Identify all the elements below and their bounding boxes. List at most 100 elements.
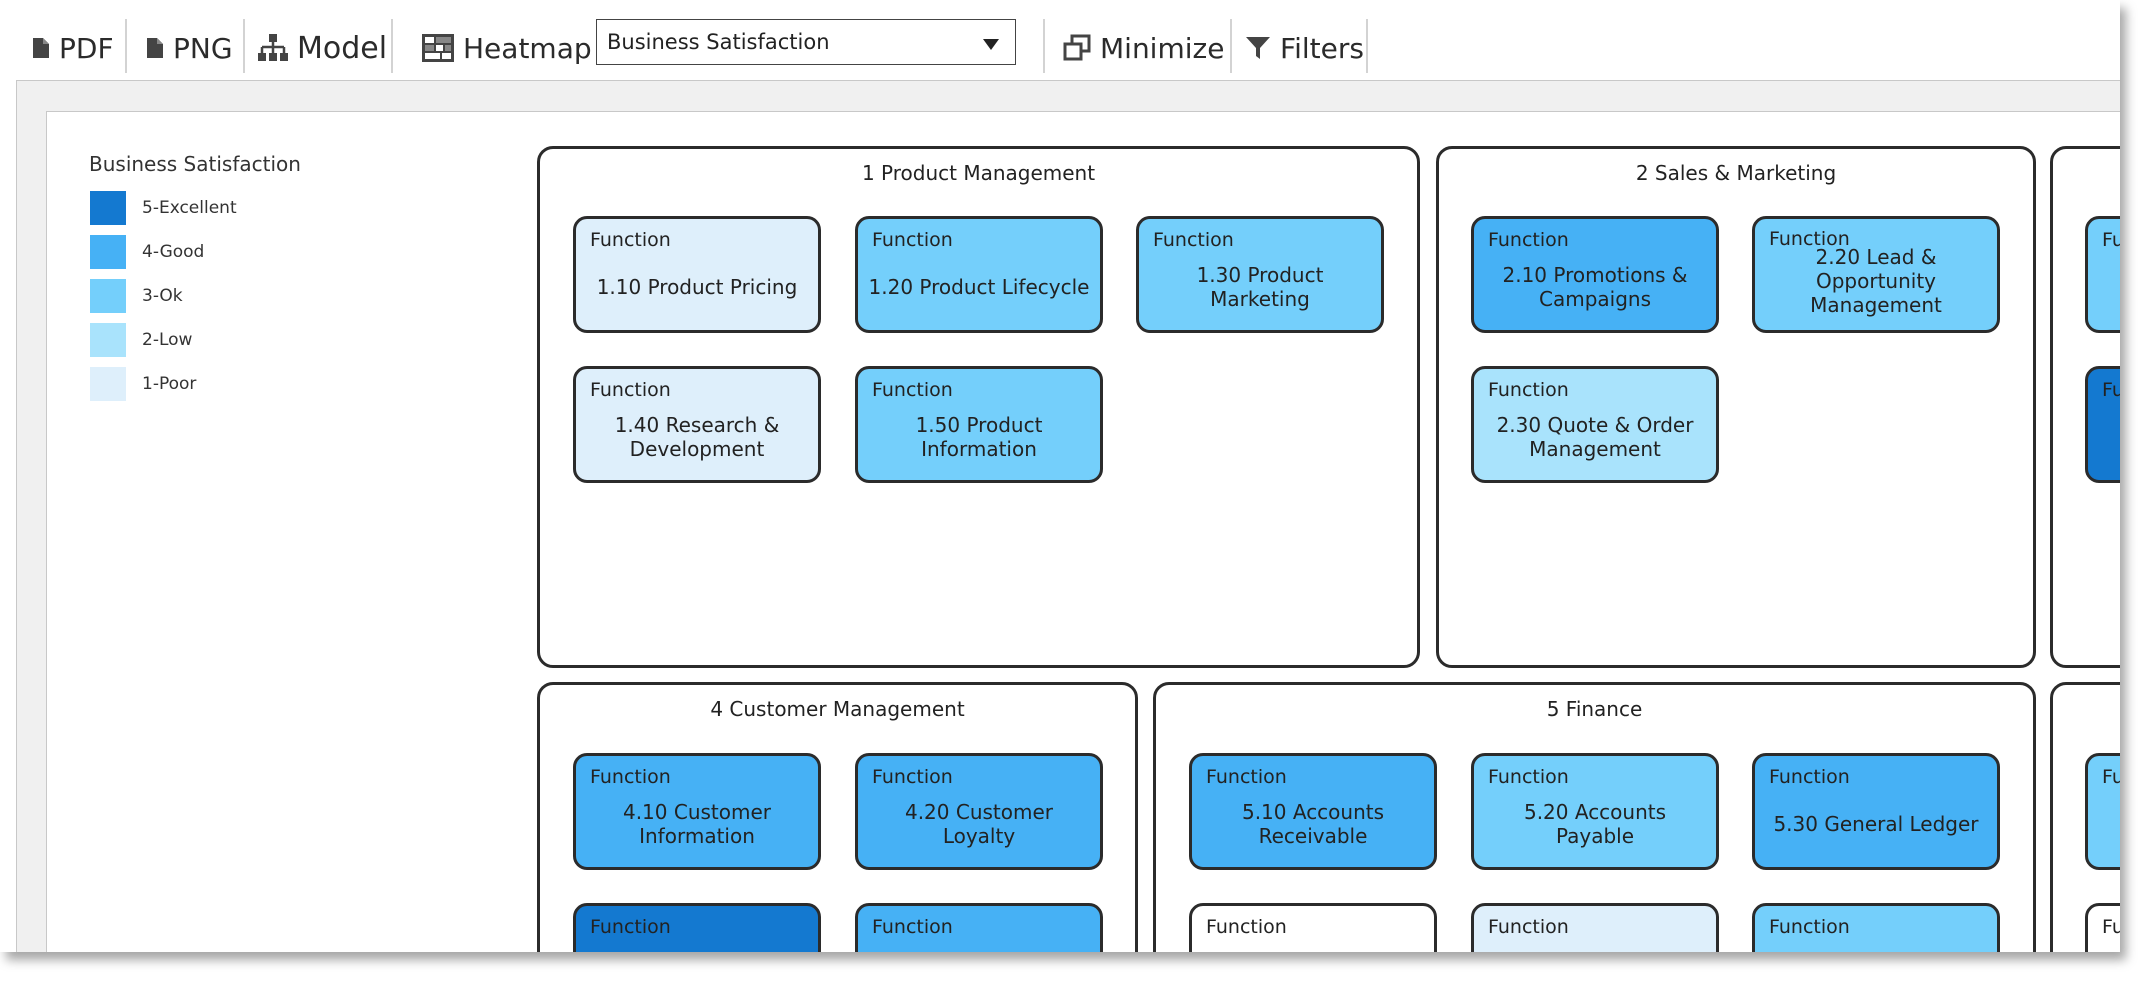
card-type: Function	[872, 229, 953, 251]
toolbar-divider	[243, 19, 245, 73]
function-card[interactable]: Function 1.30 Product Marketing	[1136, 216, 1384, 333]
legend-label: 4-Good	[142, 242, 205, 262]
function-card[interactable]: Function 4.10 Customer Information	[573, 753, 821, 870]
card-name: 2.30 Quote & Order Management	[1496, 412, 1694, 461]
card-type: Function	[1488, 766, 1569, 788]
function-card[interactable]: Function 4.20 Customer Loyalty	[855, 753, 1103, 870]
heatmap-measure-value: Business Satisfaction	[607, 30, 830, 54]
export-pdf-button[interactable]: PDF	[32, 20, 114, 76]
function-card[interactable]: Function	[855, 903, 1103, 952]
card-name: 1.30 Product Marketing	[1196, 262, 1324, 311]
legend-swatch	[90, 367, 126, 401]
card-name: 2.20 Lead & Opportunity Management	[1810, 244, 1942, 317]
card-type: Function	[590, 766, 671, 788]
group-title: 1 Product Management	[861, 161, 1096, 185]
card-type: Function	[1769, 766, 1850, 788]
card-name: 4.20 Customer Loyalty	[904, 799, 1054, 848]
card-name: 1.10 Product Pricing	[596, 274, 798, 299]
legend-swatch	[90, 191, 126, 225]
file-icon	[33, 38, 49, 58]
card-type: Function	[1488, 916, 1569, 938]
group-title: 2 Sales & Marketing	[1635, 161, 1837, 185]
card-name: 5.10 Accounts Receivable	[1241, 799, 1385, 848]
heatmap-measure-select[interactable]: Business Satisfaction	[596, 19, 1016, 65]
card-type: Function	[590, 916, 671, 938]
card-type: Function	[1488, 229, 1569, 251]
card-type: Function	[1769, 916, 1850, 938]
function-card[interactable]: Function 5.20 Accounts Payable	[1471, 753, 1719, 870]
card-type: Function	[872, 766, 953, 788]
legend-item: 5-Excellent	[90, 191, 237, 225]
legend-label: 2-Low	[142, 330, 193, 350]
model-button[interactable]: Model	[258, 20, 387, 76]
function-card[interactable]: Function	[1752, 903, 2000, 952]
card-type: Function	[2102, 766, 2120, 788]
filters-button[interactable]: Filters	[1245, 20, 1364, 76]
card-type: Function	[1153, 229, 1234, 251]
minimize-label: Minimize	[1100, 31, 1225, 65]
export-png-button[interactable]: PNG	[146, 20, 233, 76]
function-card[interactable]: Function	[2085, 366, 2120, 483]
card-name: 1.50 Product Information	[915, 412, 1043, 461]
card-type: Function	[1488, 379, 1569, 401]
model-label: Model	[297, 30, 388, 66]
filters-label: Filters	[1280, 31, 1364, 65]
function-card[interactable]: Function	[1471, 903, 1719, 952]
legend-item: 1-Poor	[90, 367, 196, 401]
function-card[interactable]: Function 2.10 Promotions & Campaigns	[1471, 216, 1719, 333]
card-name: 5.30 General Ledger	[1773, 811, 1979, 836]
card-type: Function	[2102, 916, 2120, 938]
card-name: 1.20 Product Lifecycle	[868, 274, 1090, 299]
card-type: Function	[1206, 766, 1287, 788]
legend-item: 3-Ok	[90, 279, 183, 313]
pdf-label: PDF	[59, 31, 114, 65]
png-label: PNG	[173, 31, 233, 65]
toolbar-divider	[125, 19, 127, 73]
app-window: PDF PNG Model	[0, 0, 2120, 952]
heatmap-button[interactable]: Heatmap	[422, 20, 592, 76]
function-card[interactable]: Function	[2085, 753, 2120, 870]
function-card[interactable]: Function 1.10 Product Pricing	[573, 216, 821, 333]
toolbar: PDF PNG Model	[0, 0, 2120, 80]
card-type: Function	[2102, 379, 2120, 401]
toolbar-divider	[1043, 19, 1045, 73]
function-card[interactable]: Function 1.20 Product Lifecycle	[855, 216, 1103, 333]
function-card[interactable]: Function	[2085, 903, 2120, 952]
hierarchy-icon	[258, 34, 288, 61]
card-type: Function	[1769, 228, 1850, 250]
legend-label: 3-Ok	[142, 286, 183, 306]
filter-funnel-icon	[1246, 37, 1270, 59]
legend-label: 5-Excellent	[142, 198, 237, 218]
function-card[interactable]: Function 2.30 Quote & Order Management	[1471, 366, 1719, 483]
legend-swatch	[90, 235, 126, 269]
legend-swatch	[90, 323, 126, 357]
function-card[interactable]: Function 5.30 General Ledger	[1752, 753, 2000, 870]
function-card[interactable]: Function	[2085, 216, 2120, 333]
card-name: 5.20 Accounts Payable	[1523, 799, 1667, 848]
function-card[interactable]: Function 1.50 Product Information	[855, 366, 1103, 483]
function-card[interactable]: Function 2.20 Lead & Opportunity Managem…	[1752, 216, 2000, 333]
legend-item: 2-Low	[90, 323, 192, 357]
legend-swatch	[90, 279, 126, 313]
function-card[interactable]: Function	[1189, 903, 1437, 952]
legend-item: 4-Good	[90, 235, 204, 269]
toolbar-divider	[391, 19, 393, 73]
function-card[interactable]: Function 5.10 Accounts Receivable	[1189, 753, 1437, 870]
heatmap-grid-icon	[422, 34, 454, 62]
card-type: Function	[590, 379, 671, 401]
card-name: 4.10 Customer Information	[622, 799, 772, 848]
card-type: Function	[2102, 229, 2120, 251]
toolbar-divider	[1366, 19, 1368, 73]
function-card[interactable]: Function 1.40 Research & Development	[573, 366, 821, 483]
card-type: Function	[1206, 916, 1287, 938]
card-type: Function	[872, 379, 953, 401]
card-name: 1.40 Research & Development	[614, 412, 780, 461]
toolbar-divider	[1230, 19, 1232, 73]
minimize-button[interactable]: Minimize	[1063, 20, 1224, 76]
legend-title: Business Satisfaction	[89, 152, 301, 176]
dropdown-arrow-icon	[983, 39, 999, 50]
card-name: 2.10 Promotions & Campaigns	[1502, 262, 1688, 311]
file-icon	[147, 38, 163, 58]
function-card[interactable]: Function	[573, 903, 821, 952]
group-title: 5 Finance	[1546, 697, 1643, 721]
